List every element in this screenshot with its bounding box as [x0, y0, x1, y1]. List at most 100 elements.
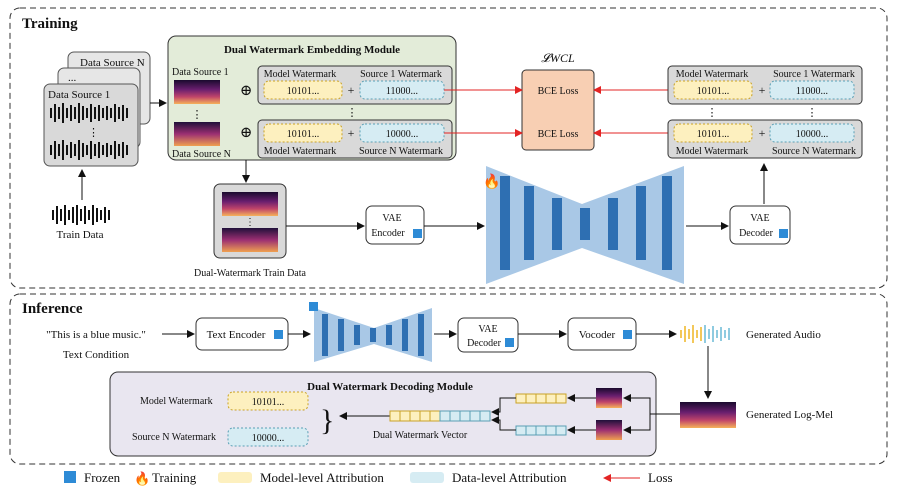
svg-text:+: + [348, 126, 355, 140]
model-watermark-bits: 10101... [697, 86, 730, 97]
data-level-swatch [410, 472, 444, 483]
source-watermark-chip [769, 123, 855, 143]
legend-frozen: Frozen [84, 470, 121, 485]
svg-text:⋮: ⋮ [807, 107, 818, 119]
bce-loss-1: BCE Loss [538, 86, 579, 97]
dual-train-label: Dual-Watermark Train Data [194, 268, 307, 279]
data-source-ellipsis: ... [68, 72, 77, 84]
oplus-icon: ⊕ [240, 83, 253, 99]
legend: Frozen 🔥 Training Model-level Attributio… [64, 470, 673, 486]
frozen-cube-icon [413, 229, 422, 238]
source-watermark-bits: 11000... [796, 86, 828, 97]
svg-text:+: + [759, 126, 766, 140]
train-data-label: Train Data [57, 229, 104, 241]
decode-model-label: Model Watermark [140, 396, 213, 407]
model-watermark-chip [673, 80, 753, 100]
generated-logmel-spectrogram [680, 402, 736, 428]
decoded-row2-model-footer: Model Watermark [676, 146, 749, 157]
model-watermark-bits: 10101... [697, 129, 730, 140]
model-watermark-bits: 10101... [287, 129, 320, 140]
frozen-cube-icon [274, 330, 283, 339]
svg-text:⋮: ⋮ [88, 127, 99, 139]
training-title: Training [22, 16, 78, 32]
inference-title: Inference [22, 301, 83, 317]
waveform-icon: ⋮ [50, 103, 128, 160]
model-watermark-chip [263, 123, 343, 143]
svg-text:⋮: ⋮ [347, 107, 358, 119]
frozen-cube-icon [623, 330, 632, 339]
dual-watermark-vector [389, 410, 491, 422]
generated-logmel-label: Generated Log-Mel [746, 409, 833, 421]
model-watermark-bits: 10101... [287, 86, 320, 97]
embed-row2-source-footer: Source N Watermark [359, 146, 443, 157]
frozen-cube-icon [779, 229, 788, 238]
spectrogram [222, 228, 278, 252]
embed-source1-label: Data Source 1 [172, 67, 229, 78]
svg-text:⋮: ⋮ [707, 107, 718, 119]
unet-diagram: 🔥 [483, 166, 684, 284]
embedding-module-title: Dual Watermark Embedding Module [224, 44, 400, 56]
dual-vector-label: Dual Watermark Vector [373, 430, 468, 441]
vocoder-label: Vocoder [579, 329, 616, 341]
svg-text:VAE: VAE [478, 324, 497, 335]
model-level-swatch [218, 472, 252, 483]
legend-loss: Loss [648, 470, 673, 485]
spectrogram [596, 420, 622, 440]
generated-audio-waveform-icon [680, 325, 730, 343]
frozen-cube-icon [505, 338, 514, 347]
embed-row2-model-footer: Model Watermark [264, 146, 337, 157]
model-watermark-bits: 10101... [252, 397, 285, 408]
source-watermark-bits: 10000... [386, 129, 419, 140]
inference-panel [9, 293, 888, 465]
training-panel [9, 7, 888, 289]
source-bits-strip [515, 425, 567, 436]
bce-loss-2: BCE Loss [538, 129, 579, 140]
legend-model-level: Model-level Attribution [260, 470, 384, 485]
data-source-stack: Data Source N ... Data Source 1 ⋮ [43, 51, 151, 167]
spectrogram-sourceN [174, 122, 220, 146]
unet-inference-diagram [309, 302, 432, 362]
decoding-module-title: Dual Watermark Decoding Module [307, 381, 473, 393]
text-encoder-label: Text Encoder [207, 329, 266, 341]
text-prompt: "This is a blue music." [46, 329, 146, 341]
brace-icon: } [320, 404, 334, 437]
source-watermark-chip [769, 80, 855, 100]
decoded-row1-model-header: Model Watermark [676, 69, 749, 80]
svg-text:⋮: ⋮ [245, 217, 255, 228]
svg-text:Decoder: Decoder [739, 228, 774, 239]
oplus-icon: ⊕ [240, 125, 253, 141]
svg-text:VAE: VAE [750, 213, 769, 224]
text-condition-label: Text Condition [63, 349, 130, 361]
svg-text:Decoder: Decoder [467, 338, 502, 349]
embed-sourceN-label: Data Source N [172, 149, 231, 160]
source-watermark-bits: 11000... [386, 86, 418, 97]
frozen-cube-icon [64, 471, 76, 483]
model-bits-strip [515, 393, 567, 404]
svg-text:VAE: VAE [382, 213, 401, 224]
legend-data-level: Data-level Attribution [452, 470, 567, 485]
vae-decoder-inference-box [457, 317, 519, 353]
svg-text:⋮: ⋮ [192, 109, 203, 121]
fire-icon: 🔥 [134, 471, 150, 486]
source-watermark-chip [227, 427, 309, 447]
generated-audio-label: Generated Audio [746, 329, 821, 341]
svg-text:Encoder: Encoder [371, 228, 405, 239]
spectrogram-source1 [174, 80, 220, 104]
data-source-n-label: Data Source N [80, 57, 145, 69]
spectrogram [222, 192, 278, 216]
wcl-loss-label: 𝓛WCL [541, 51, 575, 65]
train-data-waveform-icon [52, 205, 110, 225]
svg-text:+: + [759, 83, 766, 97]
spectrogram [596, 388, 622, 408]
loss-block [521, 69, 595, 151]
decode-source-label: Source N Watermark [132, 432, 216, 443]
source-watermark-bits: 10000... [252, 433, 285, 444]
embed-row1-model-header: Model Watermark [264, 69, 337, 80]
embed-row1-source-header: Source 1 Watermark [360, 69, 442, 80]
decoded-row2-source-footer: Source N Watermark [772, 146, 856, 157]
svg-text:+: + [348, 83, 355, 97]
vae-encoder-box [365, 205, 425, 245]
decoded-row1-source-header: Source 1 Watermark [773, 69, 855, 80]
fire-icon: 🔥 [483, 173, 500, 190]
